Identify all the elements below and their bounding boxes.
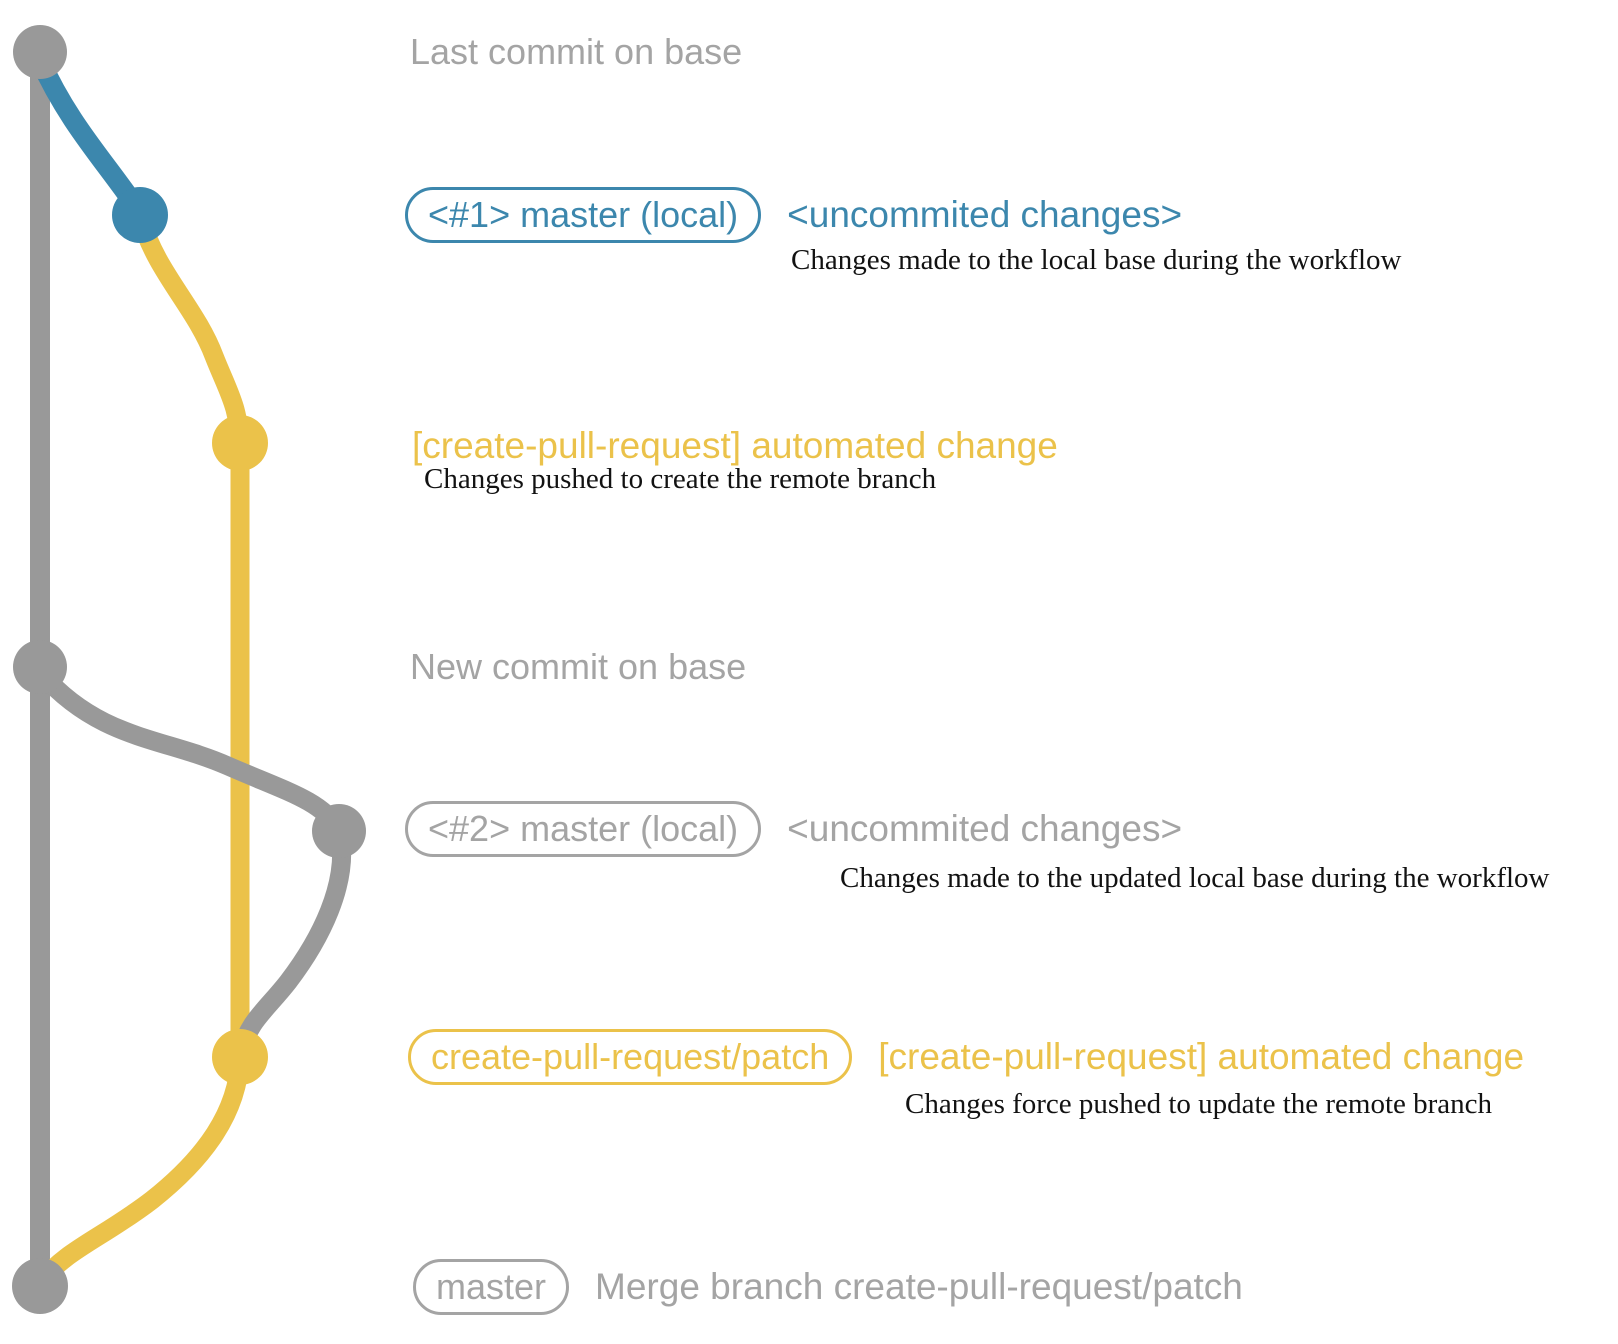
branch-badge-master-local-1: <#1> master (local) (405, 187, 762, 243)
commit-dot-new-base (13, 640, 67, 694)
note-uncommited-changes-1: <uncommited changes> (787, 194, 1183, 235)
caption-push-1: Changes pushed to create the remote bran… (424, 463, 937, 495)
commit-dot-remote-1 (212, 415, 268, 471)
commit-dot-remote-2 (212, 1029, 268, 1085)
local-branch-curve (30, 50, 144, 214)
branch-badge-create-pull-request-patch: create-pull-request/patch (408, 1029, 853, 1085)
commit-dot-local-2 (312, 804, 366, 858)
caption-local-1: Changes made to the local base during th… (791, 244, 1402, 276)
note-merge-branch: Merge branch create-pull-request/patch (595, 1266, 1243, 1307)
remote-branch-curve-top (131, 209, 250, 458)
row-local-2: <#2> master (local) <uncommited changes> (405, 801, 1182, 857)
branch-badge-master-local-2: <#2> master (local) (405, 801, 762, 857)
row-local-1: <#1> master (local) <uncommited changes> (405, 187, 1182, 243)
remote-branch-merge-curve (32, 1048, 250, 1292)
row-merge: master Merge branch create-pull-request/… (413, 1259, 1243, 1315)
commit-dot-local-1 (112, 187, 168, 243)
commit-dot-merge (12, 1258, 68, 1314)
label-automated-change-1: [create-pull-request] automated change (412, 425, 1058, 466)
caption-local-2: Changes made to the updated local base d… (840, 862, 1550, 894)
label-last-commit-on-base: Last commit on base (410, 31, 743, 72)
row-remote-2: create-pull-request/patch [create-pull-r… (408, 1029, 1524, 1085)
note-uncommited-changes-2: <uncommited changes> (787, 808, 1183, 849)
commit-graph (12, 25, 366, 1314)
label-new-commit-on-base: New commit on base (410, 646, 747, 687)
branch-badge-master: master (413, 1259, 570, 1315)
caption-push-2: Changes force pushed to update the remot… (905, 1088, 1493, 1120)
local-rebase-curve-bottom (232, 824, 352, 1060)
local-rebase-curve-top (32, 664, 348, 838)
commit-dot-last-base (13, 25, 67, 79)
label-automated-change-2: [create-pull-request] automated change (878, 1036, 1525, 1077)
